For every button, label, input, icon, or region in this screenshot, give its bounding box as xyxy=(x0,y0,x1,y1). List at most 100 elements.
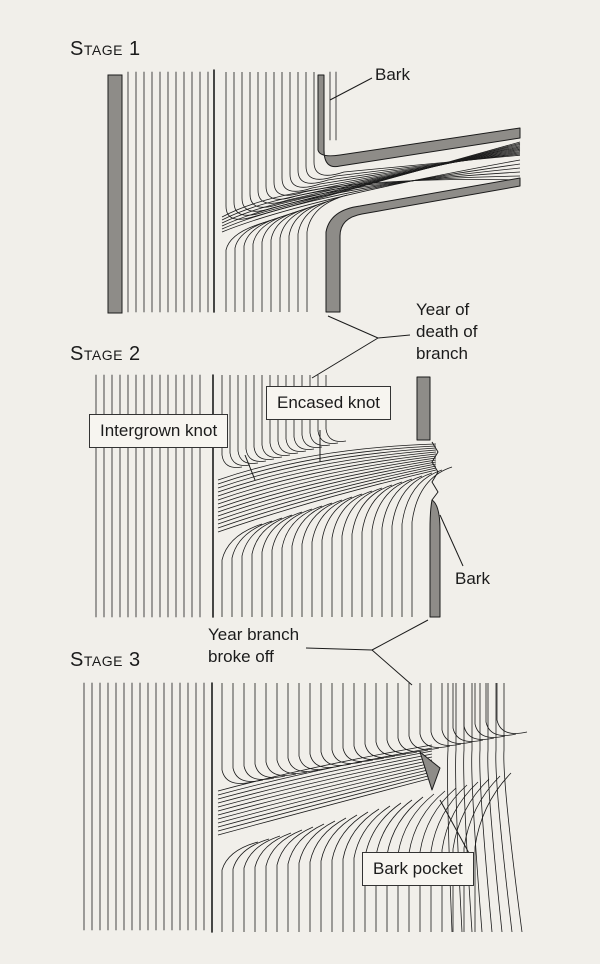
grain-curve xyxy=(291,502,333,617)
grain-curve xyxy=(261,375,283,458)
grain-curve xyxy=(391,472,433,617)
grain-curve xyxy=(254,832,292,932)
grain-curve xyxy=(221,179,521,218)
grain-curve xyxy=(279,203,321,312)
grain-curve xyxy=(463,775,501,932)
grain-curve xyxy=(455,683,463,933)
grain-curve xyxy=(320,814,358,932)
grain-curve xyxy=(375,683,407,756)
grain-curve xyxy=(221,375,243,468)
grain-curve xyxy=(452,778,490,932)
stage-3-title: Stage 3 xyxy=(70,649,141,671)
grain-curve xyxy=(225,72,521,220)
bark-label-stage-1: Bark xyxy=(375,65,410,84)
leader-death-upper xyxy=(327,315,411,339)
grain-curve xyxy=(341,487,383,617)
grain-curve xyxy=(463,683,495,740)
grain-curve xyxy=(241,517,283,617)
encased-knot-label: Encased knot xyxy=(266,386,392,420)
grain-curve xyxy=(261,209,303,312)
grain-curve xyxy=(232,838,270,932)
bark-pocket-shape xyxy=(419,751,441,791)
grain-curve xyxy=(301,499,343,617)
knot-fibre xyxy=(217,461,437,517)
grain-curve xyxy=(237,375,259,464)
grain-curve xyxy=(397,683,429,752)
bark-strip-upper xyxy=(317,74,521,168)
knot-fibre xyxy=(217,459,437,513)
grain-curve xyxy=(252,212,294,312)
knot-fibre xyxy=(217,768,433,824)
grain-curve xyxy=(331,490,373,617)
grain-curve xyxy=(293,375,315,450)
knot-fibre xyxy=(217,744,433,792)
grain-curve xyxy=(271,508,313,617)
stage-3-drawing xyxy=(83,682,528,933)
grain-curve xyxy=(313,72,521,176)
knot-fibre xyxy=(217,447,437,489)
knot-fibre xyxy=(217,762,433,816)
knot-fibre xyxy=(217,467,437,529)
leader-death-lower xyxy=(311,337,379,379)
bark-label-stage-2: Bark xyxy=(455,569,490,588)
grain-curve xyxy=(221,159,521,233)
grain-curve xyxy=(221,523,263,617)
grain-curve xyxy=(305,72,521,180)
knot-fibre xyxy=(217,753,433,804)
grain-curve xyxy=(447,683,453,933)
grain-curve xyxy=(331,811,369,932)
knot-fibre xyxy=(217,765,433,820)
knot-fibre xyxy=(217,455,437,505)
knot-fibre xyxy=(217,451,437,497)
grain-curve xyxy=(251,514,293,617)
grain-curve xyxy=(503,683,523,933)
grain-curve xyxy=(331,683,363,764)
grain-curve xyxy=(353,805,391,932)
grain-curve xyxy=(479,683,493,933)
grain-curve xyxy=(276,826,314,932)
grain-curve xyxy=(463,683,473,933)
knot-fibre xyxy=(217,469,437,533)
grain-curve xyxy=(229,375,251,466)
grain-curve xyxy=(386,683,418,754)
grain-curve xyxy=(234,218,276,312)
leader-broke-upper xyxy=(305,619,429,651)
grain-curve xyxy=(452,683,484,742)
grain-curve xyxy=(311,496,353,617)
grain-curve xyxy=(419,787,457,932)
grain-curve xyxy=(381,475,423,617)
year-branch-broke-off-label: Year branch broke off xyxy=(208,625,300,666)
leader-bark-2 xyxy=(439,514,464,567)
leader-lines xyxy=(244,77,471,856)
grain-curve xyxy=(281,72,521,192)
grain-curve xyxy=(496,683,528,734)
grain-curve xyxy=(487,683,503,933)
grain-curve xyxy=(430,784,468,932)
grain-curve xyxy=(270,206,312,312)
grain-curve xyxy=(273,72,521,196)
stage-2-title: Stage 2 xyxy=(70,343,141,365)
grain-curve xyxy=(232,683,264,782)
grain-curve xyxy=(243,215,285,312)
grain-curve xyxy=(281,505,323,617)
stage-1-title: Stage 1 xyxy=(70,38,141,60)
grain-curve xyxy=(288,200,330,312)
knot-fibre xyxy=(217,777,433,836)
grain-curve xyxy=(471,683,483,933)
knot-fibre xyxy=(217,759,433,812)
grain-curve xyxy=(221,683,253,784)
grain-curve xyxy=(317,375,339,444)
grain-curve xyxy=(309,683,341,768)
stage-2-drawing xyxy=(95,374,453,618)
intergrown-knot-label: Intergrown knot xyxy=(89,414,229,448)
knot-fibre xyxy=(217,445,437,485)
grain-curve xyxy=(309,375,331,446)
bark-strip-lower xyxy=(429,499,441,618)
knot-fibre xyxy=(217,750,433,800)
grain-curve xyxy=(298,820,336,932)
grain-curve xyxy=(301,375,323,448)
grain-curve xyxy=(221,167,521,227)
bark-strip xyxy=(107,74,123,314)
grain-curve xyxy=(309,817,347,932)
